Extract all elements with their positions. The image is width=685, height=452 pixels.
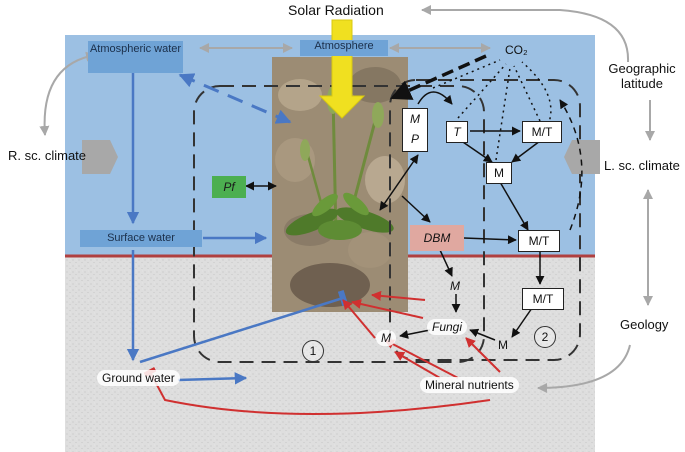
fungi-label: Fungi: [427, 319, 468, 335]
t-box: T: [446, 121, 468, 143]
m-below-dbm: M: [450, 279, 460, 293]
r-sc-climate-arrow: [82, 140, 118, 174]
compartment-1-number: 1: [302, 340, 324, 362]
grey-arrows: [39, 5, 655, 393]
mt-box-middle: M/T: [518, 230, 560, 252]
surface-water-label: Surface water: [80, 230, 202, 247]
atmospheric-water-label: Atmospheric water: [88, 41, 183, 73]
compartment-2-number: 2: [534, 326, 556, 348]
l-sc-climate-label: L. sc. climate: [604, 158, 680, 173]
water-arrows: [126, 70, 349, 385]
m-left: M: [376, 330, 396, 346]
interaction-arrows: [245, 91, 583, 341]
mt-box-low: M/T: [522, 288, 564, 310]
r-sc-climate-label: R. sc. climate: [8, 148, 87, 163]
m-right: M: [498, 338, 508, 352]
pf-box: Pf: [212, 176, 246, 198]
nutrient-arrows: [143, 290, 501, 415]
mp-box: M P: [402, 108, 428, 152]
co2-dotted-links: [432, 59, 552, 161]
mineral-nutrients-label: Mineral nutrients: [420, 377, 519, 393]
dbm-box: DBM: [410, 225, 464, 251]
mt-box-top: M/T: [522, 121, 562, 143]
co2-label: CO₂: [505, 43, 528, 57]
m-box-middle: M: [486, 162, 512, 184]
compartment-2: [389, 79, 581, 361]
solar-radiation-title: Solar Radiation: [288, 2, 384, 18]
geology-label: Geology: [620, 317, 669, 332]
solar-arrow: [318, 19, 366, 119]
ground-water-label: Ground water: [97, 370, 180, 386]
geographic-latitude-label: Geographic latitude: [608, 61, 676, 91]
atmosphere-label: Atmosphere: [300, 40, 388, 56]
l-sc-climate-arrow: [564, 140, 600, 174]
